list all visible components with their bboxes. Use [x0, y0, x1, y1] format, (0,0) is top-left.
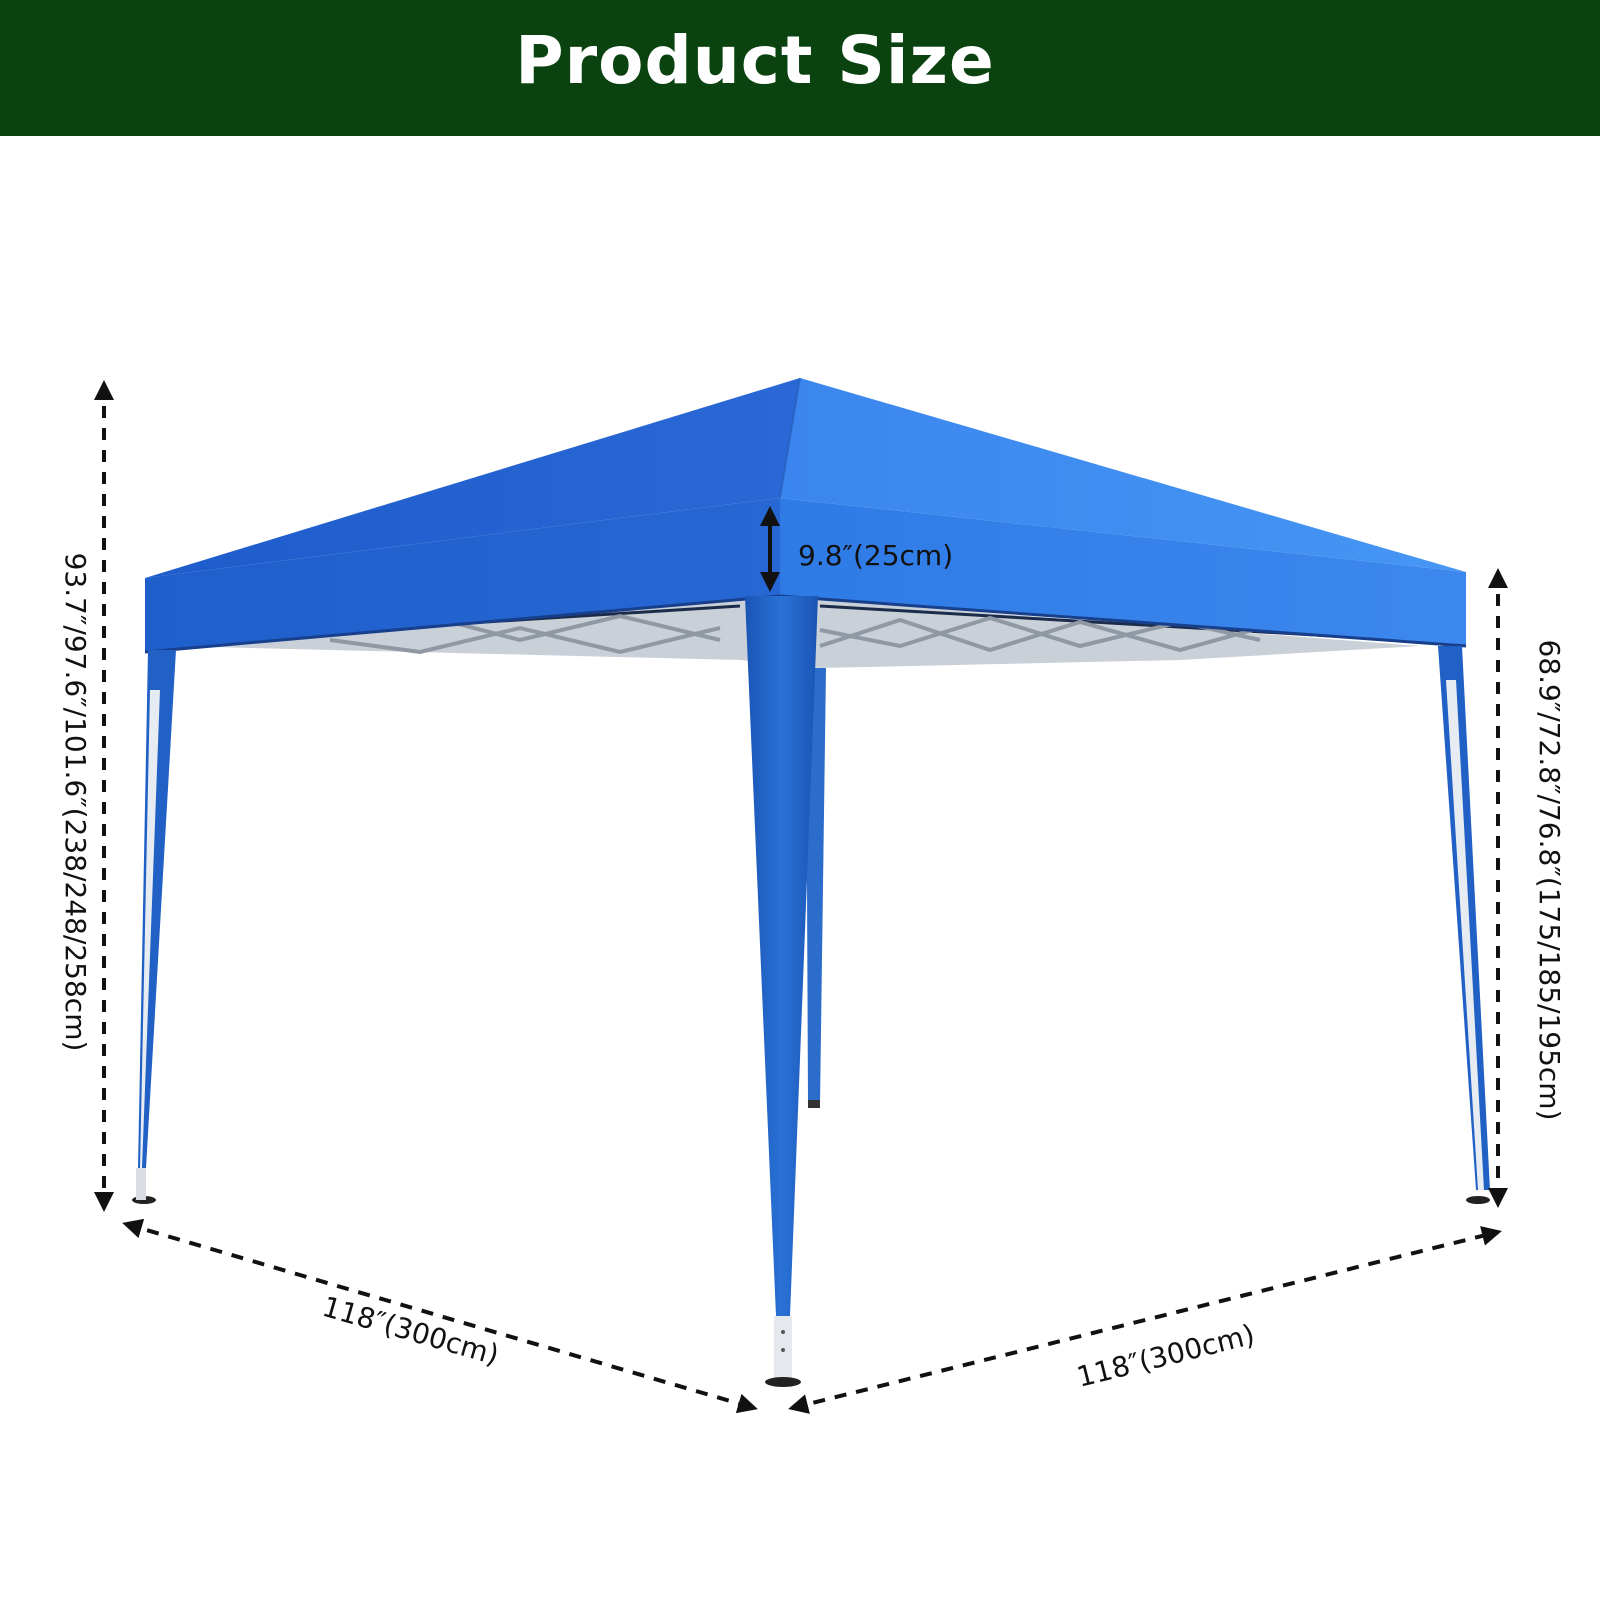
- total-height-label: 93.7″/97.6″/101.6″(238/248/258cm): [59, 553, 92, 1052]
- dimension-lines: [94, 380, 1508, 1414]
- eave-height-label: 68.9″/72.8″/76.8″(175/185/195cm): [1533, 640, 1566, 1121]
- canopy-roof: [145, 377, 1466, 578]
- gazebo-legs: [132, 596, 1490, 1387]
- valance-height-label: 9.8″(25cm): [798, 539, 953, 572]
- header-banner: Product Size: [0, 0, 1600, 136]
- page-title: Product Size: [515, 22, 995, 99]
- left-width-arrow: [122, 1218, 758, 1414]
- left-width-label: 118″(300cm): [319, 1290, 503, 1372]
- right-width-arrow: [788, 1226, 1502, 1414]
